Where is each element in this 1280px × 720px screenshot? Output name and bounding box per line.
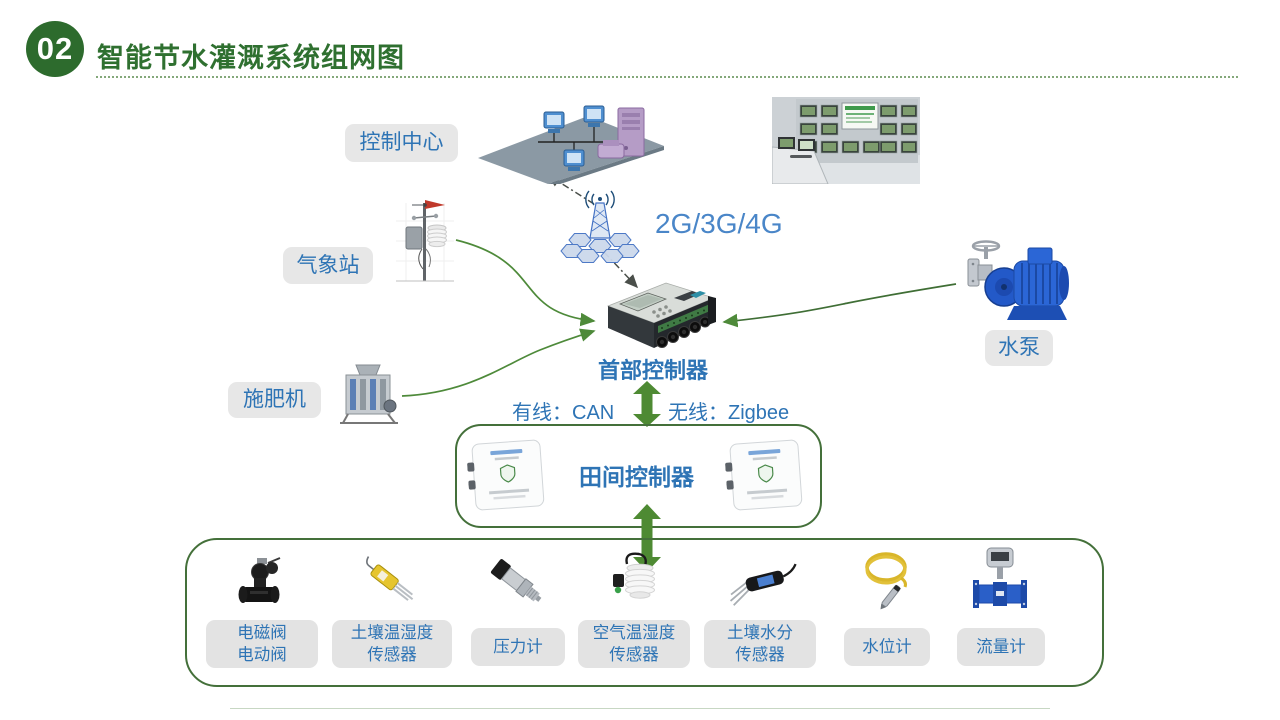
weather-station-label: 气象站 [283, 247, 373, 284]
weather-station-label-text: 气象站 [296, 253, 360, 277]
sensor-label-line: 土壤水分 [727, 623, 793, 642]
link-fertilizer-to-controller [401, 328, 596, 397]
field-controller-label: 田间控制器 [579, 464, 694, 490]
server-icon [617, 107, 645, 157]
link-weather-to-controller [455, 239, 596, 327]
sensor-label-line: 流量计 [976, 637, 1026, 656]
soil-temp-humidity-sensor-icon [366, 556, 414, 601]
sensor-label-line: 电动阀 [237, 646, 287, 664]
printer-icon [597, 140, 625, 159]
footer-rule [230, 708, 1050, 709]
solenoid-valve-icon [238, 557, 281, 603]
sensor-label-line: 传感器 [367, 646, 417, 664]
wireless-link-label: 无线：Zigbee [668, 402, 790, 424]
link-pump-to-controller [722, 283, 957, 328]
field-controller-box [455, 424, 822, 528]
wind-vane-icon [425, 200, 445, 209]
water-pump-label: 水泵 [985, 330, 1053, 366]
sensor-label-line: 土壤温湿度 [350, 623, 434, 642]
sensor-label-line: 水位计 [862, 637, 912, 656]
head-controller-label: 首部控制器 [598, 358, 709, 383]
battery-module [690, 291, 706, 298]
radiation-shield-icon [427, 224, 447, 248]
sensor-label-line: 空气温湿度 [592, 623, 676, 642]
water-pump-illustration [967, 240, 1069, 320]
sensor-label-line: 压力计 [493, 637, 543, 656]
soil-moisture-sensor-icon [729, 563, 797, 606]
weather-station-illustration [396, 200, 454, 282]
head-controller-illustration [606, 282, 716, 348]
fertilizer-machine-label-text: 施肥机 [243, 388, 306, 412]
water-level-gauge-icon [865, 552, 907, 610]
lan-network-illustration [478, 105, 664, 184]
fertilizer-machine-illustration [340, 364, 398, 424]
pressure-gauge-icon [490, 559, 542, 602]
sensor-label-water-level: 水位计 [844, 628, 930, 666]
sensor-label-soil-temp-humidity: 土壤温湿度 传感器 [332, 620, 452, 668]
cell-tower-icon [560, 190, 640, 263]
control-center-label-text: 控制中心 [359, 131, 444, 155]
sensor-label-soil-moisture: 土壤水分 传感器 [704, 620, 816, 668]
water-pump-label-text: 水泵 [998, 336, 1040, 360]
cable-connectors [656, 316, 711, 348]
sensor-label-line: 电磁阀 [237, 623, 287, 642]
flow-meter-icon [973, 547, 1027, 608]
network-type-label: 2G/3G/4G [655, 208, 783, 239]
field-controller-device-left [466, 437, 551, 514]
computer-icon [543, 111, 565, 133]
link-tower-to-head-controller [603, 251, 639, 289]
sensor-label-air-temp-humidity: 空气温湿度 传感器 [578, 620, 690, 668]
sensor-label-line: 传感器 [735, 646, 785, 664]
wired-link-label: 有线：CAN [512, 402, 615, 424]
title-underline [96, 76, 1238, 78]
fertilizer-machine-label: 施肥机 [228, 382, 321, 418]
sensor-label-pressure-gauge: 压力计 [471, 628, 565, 666]
computer-icon [583, 105, 605, 127]
sensor-label-flow-meter: 流量计 [957, 628, 1045, 666]
section-number-badge: 02 [26, 21, 84, 77]
page-title: 智能节水灌溉系统组网图 [97, 43, 405, 73]
double-arrow-controller-field [633, 381, 661, 427]
monitoring-room-photo [772, 97, 920, 184]
sensors-box [185, 538, 1104, 687]
control-center-label: 控制中心 [345, 124, 458, 162]
field-controller-device-right [724, 437, 809, 514]
sensor-label-solenoid-valve: 电磁阀 电动阀 [206, 620, 318, 668]
computer-icon [563, 149, 585, 171]
sensor-label-line: 传感器 [609, 646, 659, 664]
air-temp-humidity-sensor-icon [613, 552, 655, 599]
